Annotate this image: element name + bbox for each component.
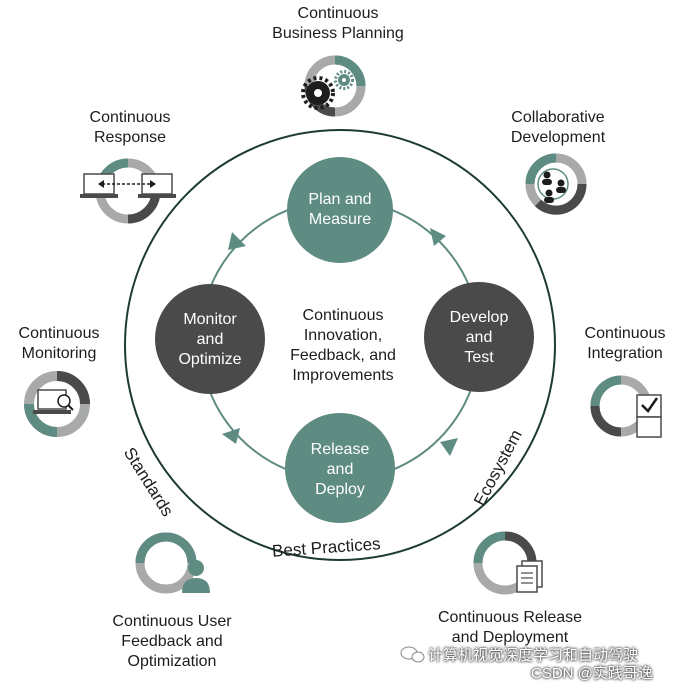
plan-line-2: Measure [308, 211, 372, 228]
develop-test-label: Develop and Test [429, 308, 529, 368]
center-line-1: Continuous [302, 307, 384, 324]
arrow-plan-to-develop [430, 228, 446, 246]
release-line-3: Deploy [315, 481, 365, 498]
collaborative-line-1: Collaborative [511, 109, 605, 126]
response-line-2: Response [93, 129, 167, 146]
wechat-watermark: 计算机视觉深度学习和自动驾驶 [428, 647, 639, 664]
arrow-release-to-monitor [222, 428, 240, 444]
develop-line-2: and [465, 329, 493, 346]
develop-test-node [424, 282, 534, 392]
plan-measure-label: Plan and Measure [290, 190, 390, 230]
release-deployment-line-1: Continuous Release [437, 609, 583, 626]
user-feedback-line-1: Continuous User [112, 613, 232, 630]
business-planning-label: Continuous Business Planning [238, 4, 438, 44]
user-feedback-label: Continuous User Feedback and Optimizatio… [92, 612, 252, 672]
checklist-icon [636, 394, 662, 438]
monitor-line-2: and [196, 331, 224, 348]
plan-line-1: Plan and [308, 191, 372, 208]
gear-icon [301, 70, 354, 110]
integration-line-1: Continuous [584, 325, 666, 342]
release-deployment-label: Continuous Release and Deployment [420, 608, 600, 648]
integration-line-2: Integration [587, 345, 663, 362]
wechat-icon [400, 646, 425, 663]
laptop-magnifier-icon [33, 389, 74, 414]
monitor-optimize-label: Monitor and Optimize [160, 310, 260, 370]
release-line-1: Release [310, 441, 370, 458]
user-feedback-ring-icon [135, 532, 197, 594]
center-label: Continuous Innovation, Feedback, and Imp… [270, 306, 416, 386]
plan-measure-node [287, 157, 393, 263]
response-line-1: Continuous [89, 109, 171, 126]
csdn-watermark: CSDN @实践哥逸 [531, 665, 653, 682]
arrow-monitor-to-plan [228, 232, 246, 250]
documents-icon [516, 560, 543, 593]
monitor-line-1: Monitor [183, 311, 237, 328]
develop-line-1: Develop [449, 309, 509, 326]
collaborative-development-label: Collaborative Development [488, 108, 628, 148]
center-line-2: Innovation, [303, 327, 383, 344]
user-icon [182, 560, 210, 593]
arrow-develop-to-release [440, 438, 458, 456]
develop-line-3: Test [464, 349, 494, 366]
business-planning-line-1: Continuous [297, 5, 379, 22]
release-deployment-line-2: and Deployment [451, 629, 569, 646]
response-label: Continuous Response [70, 108, 190, 148]
collaborative-line-2: Development [510, 129, 606, 146]
integration-label: Continuous Integration [566, 324, 684, 364]
user-feedback-line-2: Feedback and [121, 633, 223, 650]
business-planning-line-2: Business Planning [272, 25, 404, 42]
monitoring-label: Continuous Monitoring [4, 324, 114, 364]
release-deploy-node [285, 413, 395, 523]
center-line-4: Improvements [292, 367, 394, 384]
user-feedback-line-3: Optimization [127, 653, 217, 670]
release-line-2: and [326, 461, 354, 478]
transfer-screens-icon [80, 173, 176, 198]
collaborative-ring-icon [525, 153, 587, 215]
monitor-optimize-node [155, 284, 265, 394]
center-line-3: Feedback, and [290, 347, 396, 364]
monitoring-line-1: Continuous [18, 325, 100, 342]
team-icon [537, 168, 569, 203]
release-deploy-label: Release and Deploy [290, 440, 390, 500]
monitor-line-3: Optimize [178, 351, 242, 368]
monitoring-ring-icon [24, 371, 90, 437]
outer-ring [124, 129, 556, 561]
monitoring-line-2: Monitoring [21, 345, 97, 362]
